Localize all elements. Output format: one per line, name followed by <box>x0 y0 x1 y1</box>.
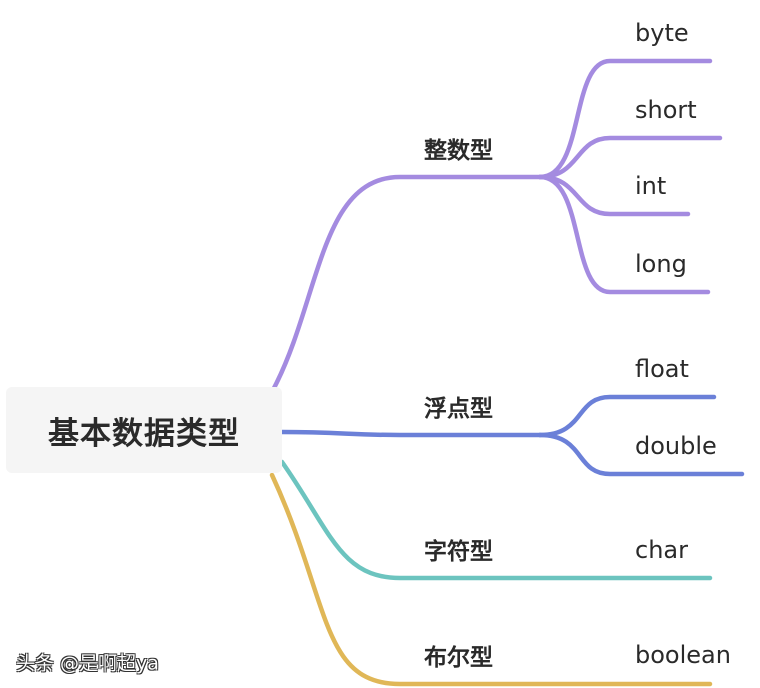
root-label: 基本数据类型 <box>48 415 240 452</box>
leaf-long[interactable]: long <box>635 250 687 278</box>
node-boolean-type[interactable]: 布尔型 <box>424 645 493 671</box>
line-float <box>537 394 717 438</box>
line-root-char <box>279 459 713 581</box>
line-root-float <box>279 429 543 438</box>
leaf-byte[interactable]: byte <box>635 19 689 47</box>
leaf-short[interactable]: short <box>635 96 697 124</box>
line-byte <box>537 58 713 180</box>
integer-branch-lines <box>271 58 723 391</box>
root-node[interactable]: 基本数据类型 <box>6 387 282 473</box>
line-root-boolean <box>269 472 713 687</box>
leaf-int[interactable]: int <box>635 172 667 200</box>
line-long <box>537 174 711 295</box>
leaf-double[interactable]: double <box>635 432 717 460</box>
leaf-float[interactable]: float <box>635 355 689 383</box>
node-integer[interactable]: 整数型 <box>424 138 493 164</box>
node-char-type[interactable]: 字符型 <box>424 539 493 565</box>
float-branch-lines <box>279 394 745 477</box>
line-double <box>537 432 745 477</box>
line-root-integer <box>271 174 543 391</box>
leaf-boolean[interactable]: boolean <box>635 641 731 669</box>
watermark: 头条 @是啊超ya <box>16 652 159 675</box>
leaf-char[interactable]: char <box>635 536 688 564</box>
node-float[interactable]: 浮点型 <box>424 396 493 422</box>
line-short <box>537 135 723 180</box>
